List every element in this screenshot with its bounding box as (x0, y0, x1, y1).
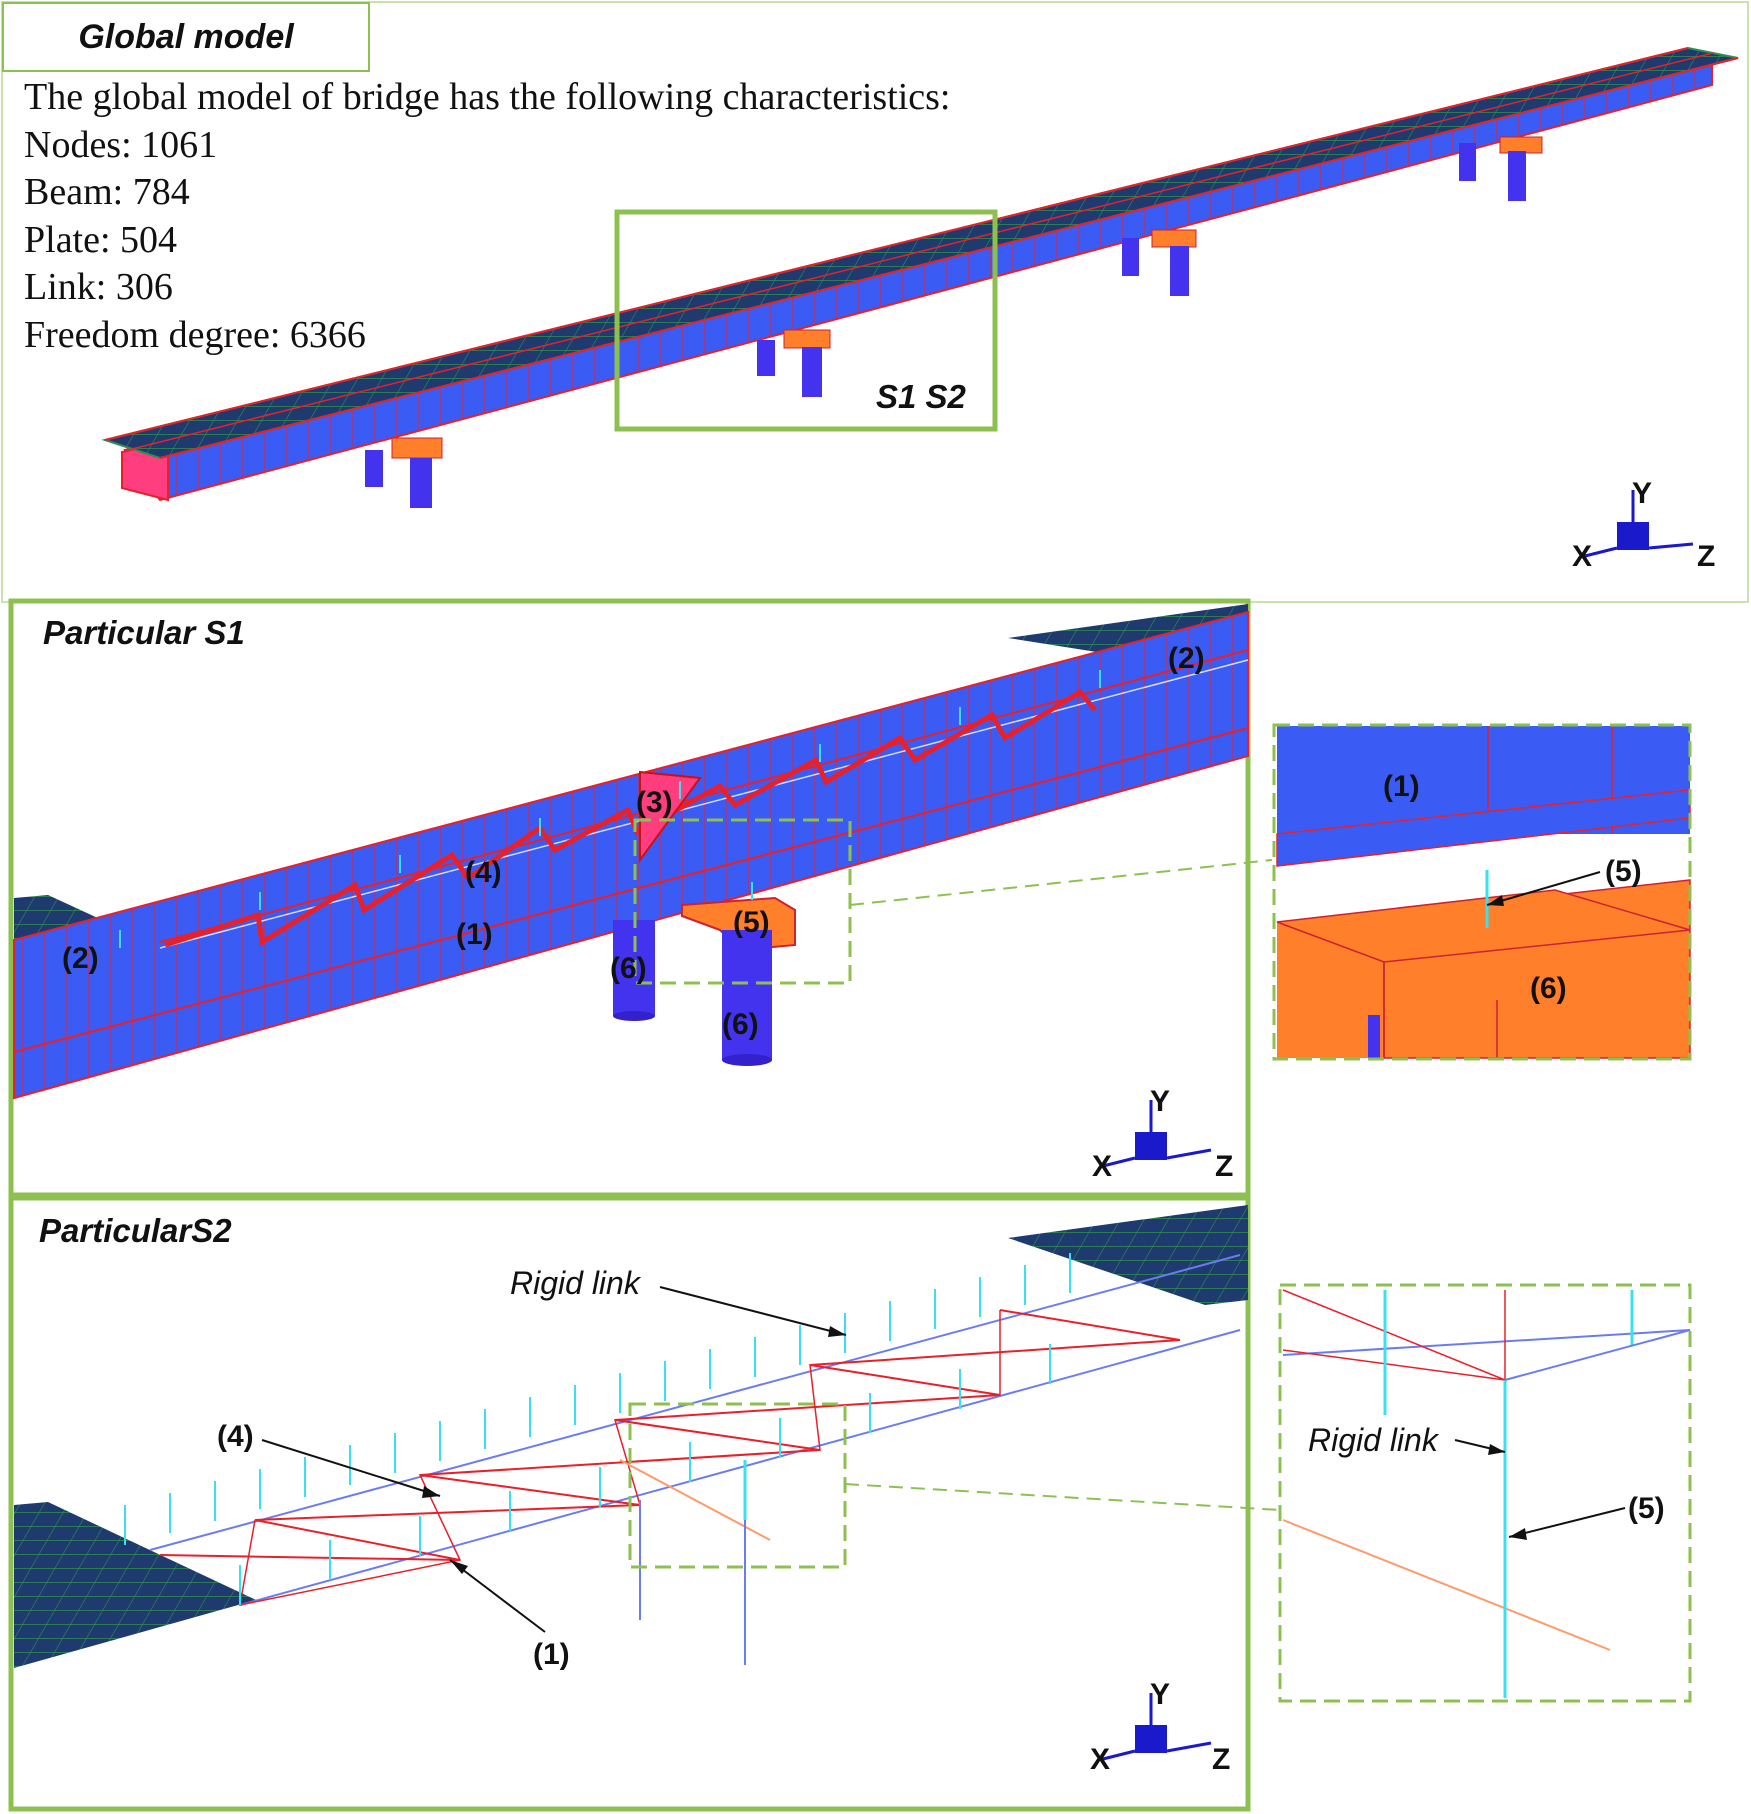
s2-zoomed-model (14, 1205, 1248, 1668)
s2-bracing (159, 1309, 1181, 1561)
s1-label-bracing: (4) (465, 856, 502, 889)
s2-detail-frame (1278, 1283, 1692, 1703)
global-axis-x: X (1572, 540, 1593, 573)
s1-detail-label-girder: (1) (1383, 770, 1420, 803)
s1-label-deck-left: (2) (62, 942, 99, 975)
s1-pier-right (722, 930, 772, 1060)
s2-deck-right (1008, 1205, 1248, 1305)
s1-axis-z: Z (1215, 1150, 1234, 1183)
s1-label-girder: (1) (456, 918, 493, 951)
s1-label-pier-left: (6) (610, 952, 647, 985)
zoom-box-label: S1 S2 (876, 378, 966, 415)
s2-axis-z: Z (1212, 1743, 1231, 1776)
s1-axis-x: X (1092, 1150, 1113, 1183)
stat-plate: Plate: 504 (24, 218, 178, 261)
s2-panel-frame (8, 1195, 1251, 1812)
global-model-title: Global model (2, 2, 370, 72)
s2-rigid-links (124, 1253, 1071, 1605)
s2-detail-panel (1282, 1289, 1691, 1698)
s1-detail-label-pier: (6) (1530, 972, 1567, 1005)
s2-label-bracing: (4) (217, 1420, 254, 1453)
s2-deck-left (14, 1502, 256, 1668)
global-bridge-model (101, 46, 1739, 508)
s2-detail-rigid-link-label: Rigid link (1308, 1422, 1438, 1458)
s1-link-ticks (119, 670, 1101, 948)
s2-axis-y: Y (1150, 1678, 1171, 1711)
s2-axis-x: X (1090, 1743, 1111, 1776)
global-axis-triad (1584, 490, 1694, 558)
s1-label-pier-right: (6) (722, 1008, 759, 1041)
stat-nodes: Nodes: 1061 (24, 123, 218, 166)
global-pier-group-3 (1122, 229, 1197, 296)
global-pier-group-4 (1459, 136, 1543, 201)
stat-beam: Beam: 784 (24, 171, 190, 213)
stat-freedom-degree: Freedom degree: 6366 (24, 313, 366, 356)
s1-girder-inner (13, 610, 1249, 1054)
s2-label-girder: (1) (533, 1638, 570, 1671)
s1-zoomed-model (13, 604, 1249, 1100)
s1-axis-y: Y (1150, 1085, 1171, 1118)
s2-panel-title: ParticularS2 (39, 1212, 232, 1249)
global-characteristics: The global model of bridge has the follo… (24, 74, 951, 359)
s1-label-deck-right: (2) (1168, 642, 1205, 675)
s1-connector-top (849, 859, 1273, 906)
s1-detail-label-bearing-link: (5) (1605, 855, 1642, 888)
global-pier-group-2 (757, 329, 831, 397)
global-pier-group-1 (365, 437, 443, 508)
stat-link: Link: 306 (24, 266, 173, 308)
global-axis-z: Z (1697, 540, 1716, 573)
s1-bracing (164, 688, 1097, 948)
s2-connector (844, 1483, 1281, 1511)
s1-detail-marker (633, 818, 852, 985)
s2-axis-triad (1102, 1693, 1212, 1761)
s1-detail-panel (1274, 725, 1691, 1059)
s1-detail-frame (1272, 723, 1692, 1061)
s1-label-diaphragm: (3) (636, 786, 673, 819)
s2-rigid-link-label: Rigid link (510, 1265, 640, 1301)
s2-detail-marker (628, 1402, 847, 1569)
global-intro: The global model of bridge has the follo… (24, 76, 951, 118)
s2-detail-label-link: (5) (1628, 1492, 1665, 1525)
s1-panel-frame (8, 598, 1251, 1198)
s1-panel-title: Particular S1 (43, 614, 245, 651)
s1-axis-triad (1102, 1100, 1212, 1168)
global-zoom-box (614, 209, 998, 432)
s1-label-bearing: (5) (733, 906, 770, 939)
global-axis-y: Y (1632, 477, 1653, 510)
